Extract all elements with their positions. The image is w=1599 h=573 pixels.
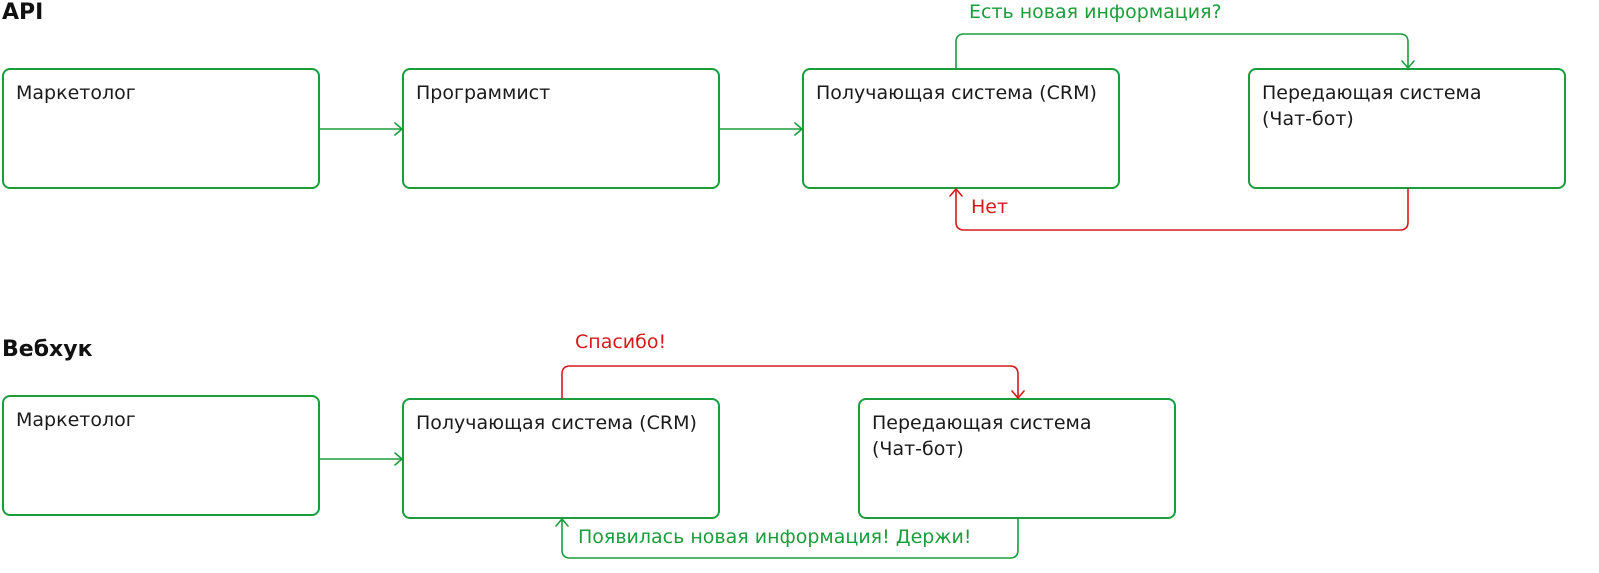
webhook-edge-label-new-info: Появилась новая информация! Держи! xyxy=(578,526,972,548)
webhook-node-receiving-system: Получающая система (CRM) xyxy=(402,398,720,519)
api-arrow-programmer-to-receiving xyxy=(719,122,803,136)
api-section-title: API xyxy=(2,0,44,25)
api-node-marketer: Маркетолог xyxy=(2,68,320,189)
api-edge-label-no: Нет xyxy=(971,196,1009,218)
api-edge-label-question: Есть новая информация? xyxy=(969,1,1222,23)
webhook-node-sending-system: Передающая система (Чат-бот) xyxy=(858,398,1176,519)
api-arrow-question-loop xyxy=(955,33,1415,69)
api-arrow-marketer-to-programmer xyxy=(319,122,403,136)
webhook-section-title: Вебхук xyxy=(2,337,93,362)
webhook-arrow-marketer-to-receiving xyxy=(319,452,403,466)
api-node-receiving-system: Получающая система (CRM) xyxy=(802,68,1120,189)
webhook-arrow-thanks-loop xyxy=(561,365,1025,399)
webhook-edge-label-thanks: Спасибо! xyxy=(575,331,667,353)
api-node-sending-system: Передающая система (Чат-бот) xyxy=(1248,68,1566,189)
api-node-programmer: Программист xyxy=(402,68,720,189)
api-arrow-no-loop xyxy=(949,188,1409,231)
webhook-node-marketer: Маркетолог xyxy=(2,395,320,516)
